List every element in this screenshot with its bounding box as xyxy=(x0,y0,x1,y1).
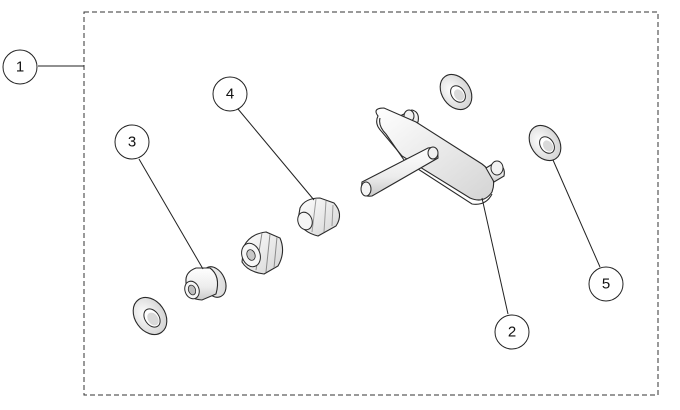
callout-3-label: 3 xyxy=(128,134,136,151)
callout-2-label: 2 xyxy=(508,324,516,341)
callout-5-label: 5 xyxy=(602,276,610,293)
flanged-bushing xyxy=(184,266,227,301)
leader-line-4 xyxy=(237,108,315,201)
callout-4-label: 4 xyxy=(226,86,234,103)
washer-right xyxy=(528,124,562,162)
callout-5: 5 xyxy=(588,266,624,302)
washer-bottom-left xyxy=(132,296,168,336)
callout-2: 2 xyxy=(494,314,530,350)
callout-4: 4 xyxy=(212,76,248,112)
cap-nut xyxy=(297,197,341,237)
leader-line-5 xyxy=(552,159,601,268)
washer-top xyxy=(439,73,473,111)
callout-3: 3 xyxy=(114,124,150,160)
kit-boundary-frame xyxy=(83,11,659,396)
callout-1-label: 1 xyxy=(16,59,24,76)
bracket-assembly xyxy=(360,107,505,205)
callout-1: 1 xyxy=(2,49,38,85)
leader-line-2 xyxy=(481,197,509,315)
knurled-nut-middle xyxy=(241,231,284,275)
leader-line-3 xyxy=(138,158,204,270)
